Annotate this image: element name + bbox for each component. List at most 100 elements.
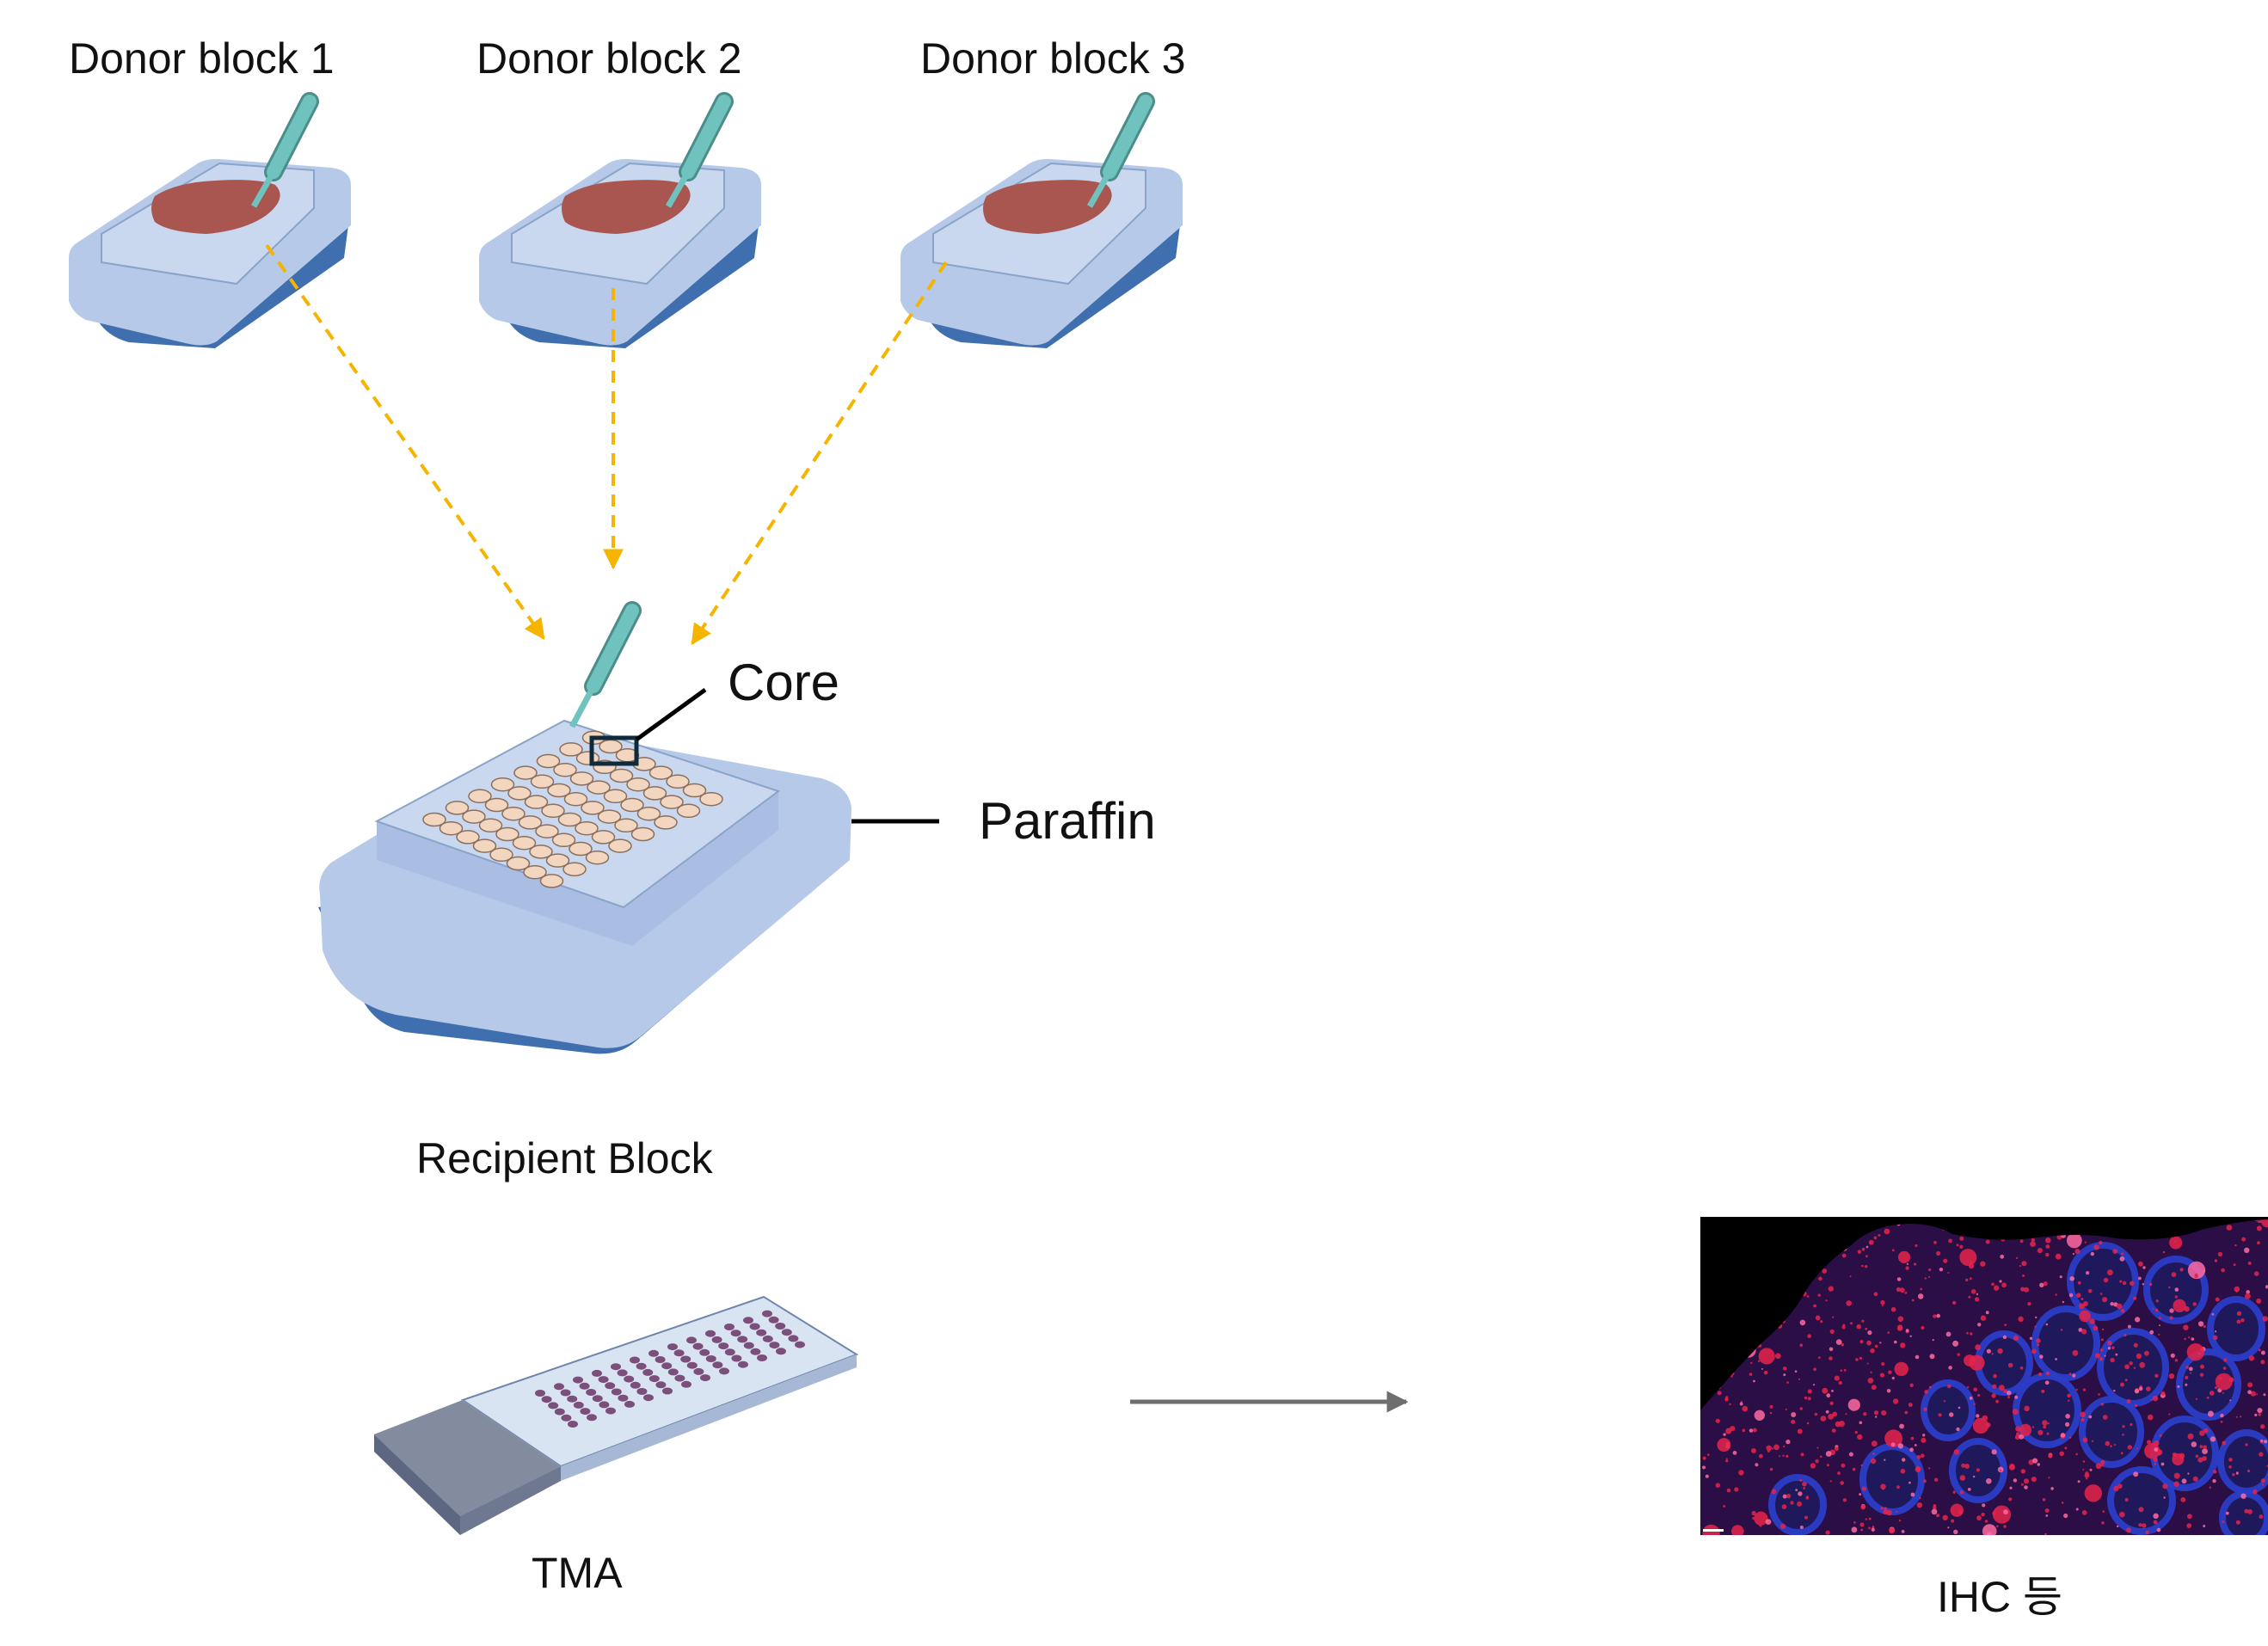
ihc-punctum [2099,1293,2103,1295]
ihc-punctum [2172,1453,2185,1465]
ihc-punctum [1906,1262,1908,1265]
ihc-punctum [1875,1416,1878,1418]
ihc-punctum [1820,1455,1822,1459]
ihc-punctum [2081,1417,2085,1422]
transfer-arrow-3 [691,261,948,645]
ihc-punctum [2124,1498,2129,1502]
ihc-punctum [2185,1375,2189,1379]
ihc-punctum [1892,1249,1895,1252]
ihc-nucleus [2107,1466,2176,1535]
donor-block-1 [69,158,351,348]
tma-spot [605,1407,616,1415]
core-spot [541,803,565,819]
ihc-punctum [2260,1350,2265,1355]
core-spot [507,786,532,801]
ihc-punctum [1991,1353,1994,1355]
ihc-punctum [1889,1527,1896,1534]
ihc-punctum [2250,1391,2256,1397]
tma-spot [643,1394,654,1402]
ihc-punctum [2200,1364,2204,1369]
ihc-punctum [2190,1372,2191,1374]
ihc-punctum [1834,1446,1839,1452]
tma-spot [674,1374,685,1382]
ihc-punctum [2171,1272,2177,1277]
ihc-punctum [1883,1509,1889,1515]
ihc-punctum [1901,1530,1905,1533]
ihc-punctum [2093,1325,2099,1331]
ihc-punctum [2210,1436,2216,1442]
ihc-punctum [1866,1340,1872,1346]
ihc-punctum [1977,1393,1981,1397]
ihc-punctum [1896,1510,1898,1513]
ihc-punctum [1951,1300,1957,1305]
ihc-punctum [1897,1443,1903,1449]
ihc-punctum [1799,1319,1806,1326]
tma-spot [568,1421,578,1428]
core-spot [648,765,673,780]
tma-spot [630,1356,640,1364]
ihc-punctum [2041,1389,2045,1393]
ihc-punctum [2124,1379,2128,1382]
tma-spot [731,1354,742,1362]
ihc-punctum [2021,1261,2027,1267]
ihc-punctum [1919,1496,1921,1500]
ihc-punctum [1723,1505,1725,1508]
ihc-micrograph [1700,1217,2268,1535]
ihc-punctum [2203,1324,2206,1329]
ihc-punctum [2153,1440,2160,1446]
ihc-punctum [1943,1258,1948,1263]
ihc-punctum [1928,1268,1932,1272]
ihc-punctum [1898,1520,1902,1522]
ihc-punctum [1860,1528,1864,1532]
ihc-punctum [2187,1472,2190,1475]
core-spot [587,780,611,795]
ihc-punctum [1769,1404,1773,1409]
ihc-punctum [2158,1333,2160,1336]
ihc-punctum [1802,1481,1807,1487]
ihc-punctum [1749,1373,1753,1376]
ihc-punctum [1928,1275,1931,1278]
ihc-punctum [1848,1452,1853,1457]
ihc-punctum [2031,1477,2037,1483]
ihc-punctum [2102,1297,2108,1303]
ihc-punctum [2153,1520,2158,1525]
ihc-punctum [1863,1412,1867,1416]
ihc-punctum [2194,1273,2198,1277]
ihc-punctum [1751,1448,1756,1453]
ihc-punctum [2122,1425,2125,1428]
ihc-punctum [2192,1302,2197,1306]
ihc-punctum [1929,1385,1932,1389]
tma-spot [724,1348,735,1356]
ihc-punctum [1909,1447,1915,1453]
ihc-punctum [1959,1475,1966,1481]
ihc-punctum [1813,1384,1816,1386]
ihc-punctum [1815,1315,1821,1321]
ihc-punctum [2068,1373,2072,1376]
tma-spot [535,1390,545,1397]
ihc-nucleus [2067,1242,2139,1321]
core-spot [608,838,632,853]
recipient-block [318,719,851,1054]
ihc-punctum [1723,1433,1726,1436]
ihc-punctum [1861,1486,1867,1491]
ihc-punctum [2222,1391,2224,1394]
ihc-punctum [2086,1271,2090,1275]
ihc-punctum [2158,1317,2161,1320]
ihc-punctum [2055,1358,2058,1360]
ihc-punctum [1771,1489,1777,1495]
ihc-punctum [2019,1264,2021,1268]
ihc-punctum [1966,1386,1970,1389]
ihc-punctum [2136,1353,2142,1360]
ihc-punctum [1968,1295,1971,1299]
core-spot [614,818,638,833]
core-spot [512,835,537,851]
ihc-punctum [2180,1497,2186,1502]
ihc-punctum [1861,1247,1865,1251]
ihc-punctum [2079,1310,2091,1323]
ihc-punctum [2022,1274,2025,1277]
ihc-punctum [1769,1411,1773,1415]
ihc-punctum [1956,1427,1960,1432]
ihc-punctum [2188,1367,2193,1372]
ihc-punctum [1965,1278,1969,1282]
core-spot [609,768,634,783]
